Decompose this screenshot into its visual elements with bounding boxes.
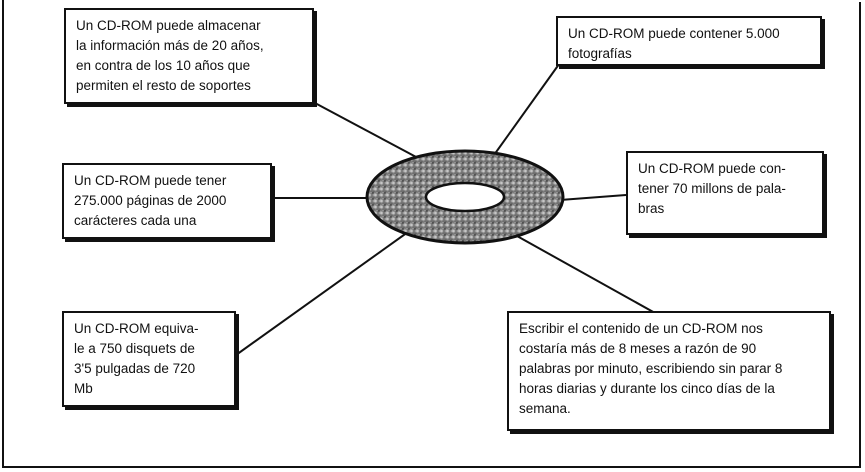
cd-rom-disc-icon: [365, 149, 565, 245]
fact-box-photos: Un CD-ROM puede contener 5.000 fotografí…: [556, 16, 822, 66]
fact-box-floppies: Un CD-ROM equiva- le a 750 disquets de 3…: [62, 311, 236, 407]
fact-box-writing-time: Escribir el contenido de un CD-ROM nos c…: [507, 311, 831, 431]
connector-line-2: [493, 59, 563, 156]
connector-line-4: [559, 194, 627, 201]
connector-line-1: [299, 94, 419, 159]
frame-corner: [2, 0, 4, 8]
fact-box-pages: Un CD-ROM puede tener 275.000 páginas de…: [62, 163, 272, 239]
fact-box-longevity: Un CD-ROM puede almacenar la información…: [64, 8, 314, 104]
connector-line-6: [516, 235, 665, 319]
connector-line-5: [235, 231, 409, 356]
fact-box-words: Un CD-ROM puede con- tener 70 millons de…: [626, 151, 824, 235]
